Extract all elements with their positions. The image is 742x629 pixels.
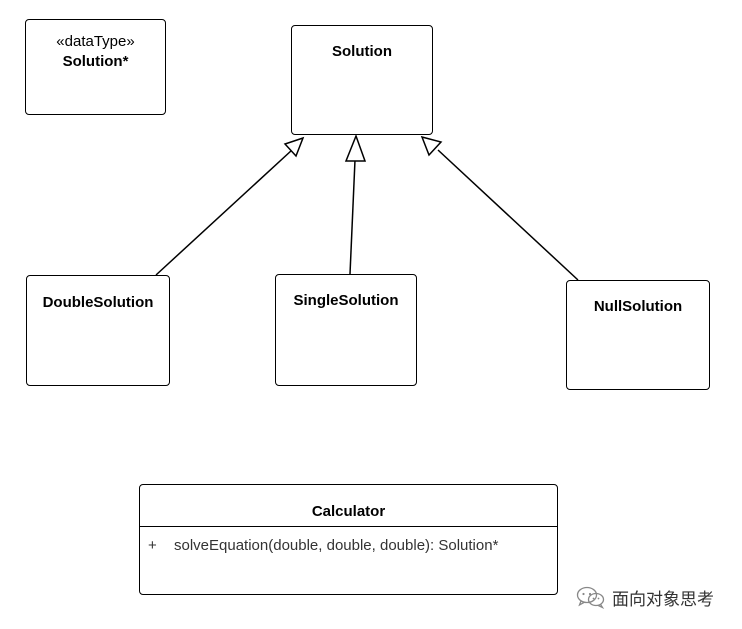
operation-visibility: + <box>148 537 157 554</box>
inheritance-arrowhead-double <box>283 136 305 158</box>
datatype-class-name: Solution* <box>62 53 129 70</box>
inheritance-line-null <box>437 149 579 281</box>
calculator-class-name: Calculator <box>311 503 386 520</box>
wechat-icon <box>576 586 605 609</box>
double-solution-class-name: DoubleSolution <box>42 294 154 311</box>
watermark-text: 面向对象思考 <box>612 589 714 610</box>
datatype-solution-class: «dataType» Solution* <box>25 19 166 115</box>
operation-signature: solveEquation(double, double, double): S… <box>174 537 499 554</box>
calculator-class: Calculator + solveEquation(double, doubl… <box>139 484 558 595</box>
inheritance-line-double <box>155 149 293 276</box>
single-solution-class-name: SingleSolution <box>293 292 399 309</box>
watermark: 面向对象思考 <box>576 584 714 610</box>
double-solution-class: DoubleSolution <box>26 275 170 386</box>
class-compartment-divider <box>140 526 557 527</box>
inheritance-arrowhead-null <box>420 135 443 157</box>
single-solution-class: SingleSolution <box>275 274 417 386</box>
null-solution-class: NullSolution <box>566 280 710 390</box>
solution-class: Solution <box>291 25 433 135</box>
solution-class-name: Solution <box>332 43 392 60</box>
datatype-stereotype: «dataType» <box>56 33 135 50</box>
inheritance-line-single <box>349 159 356 275</box>
null-solution-class-name: NullSolution <box>593 298 683 315</box>
inheritance-arrowhead-single <box>344 133 367 162</box>
